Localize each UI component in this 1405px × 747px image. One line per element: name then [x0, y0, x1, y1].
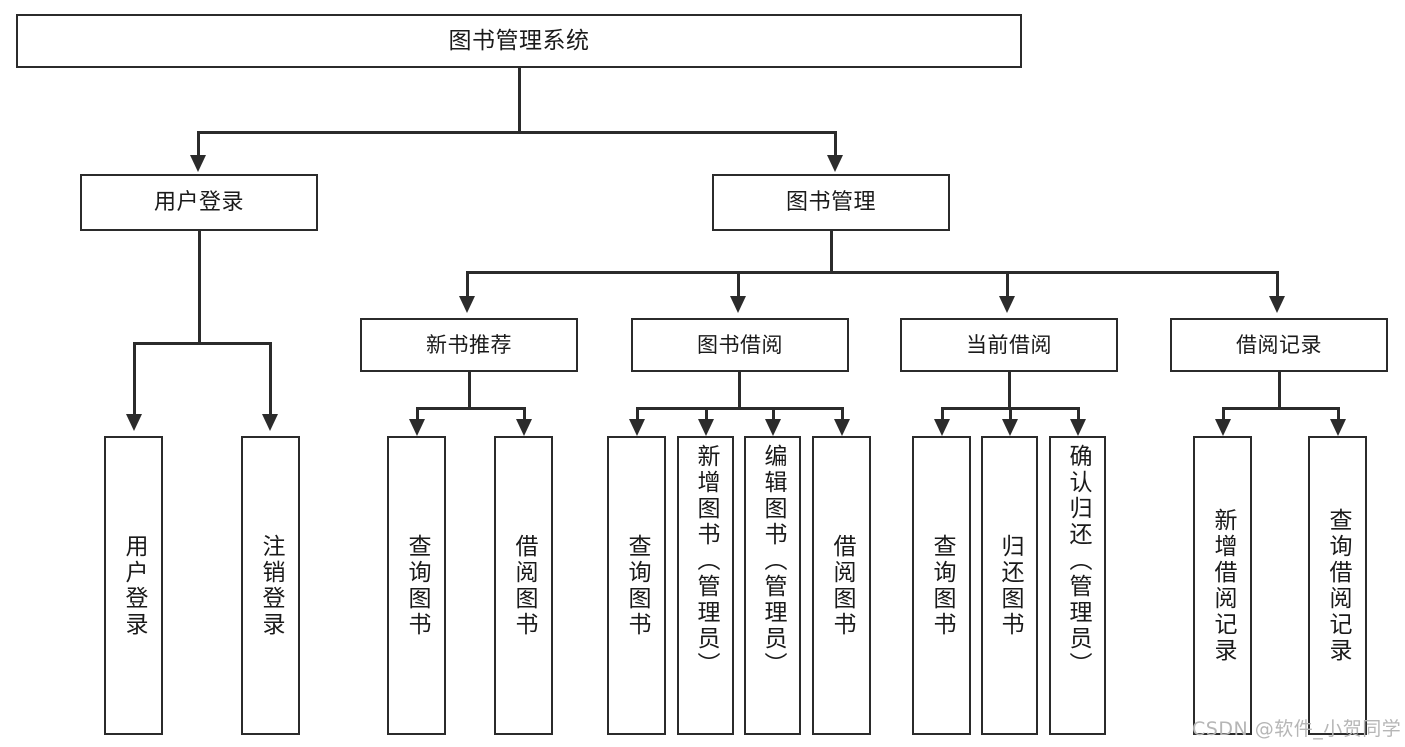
node-leaf-borrow-book-2[interactable]: 借阅图书 [812, 436, 871, 735]
arrow-to-leaf-query-book-3 [934, 419, 950, 436]
node-leaf-user-login[interactable]: 用户登录 [104, 436, 163, 735]
node-leaf-query-book-2[interactable]: 查询图书 [607, 436, 666, 735]
connector-bb-drop-3 [772, 407, 775, 421]
node-label: 编辑图书（管理员） [760, 444, 786, 678]
connector-cb-drop-2 [1009, 407, 1012, 421]
connector-bm-drop-2 [737, 271, 740, 298]
connector-root-to-user-login [197, 131, 200, 157]
arrow-to-leaf-confirm-return [1070, 419, 1086, 436]
arrow-root-to-user-login [190, 155, 206, 172]
node-leaf-confirm-return[interactable]: 确认归还（管理员） [1049, 436, 1106, 735]
connector-bb-drop-2 [705, 407, 708, 421]
node-leaf-return-book[interactable]: 归还图书 [981, 436, 1038, 735]
connector-user-login-stem [198, 231, 201, 342]
connector-bb-drop-1 [636, 407, 639, 421]
node-leaf-query-book-3[interactable]: 查询图书 [912, 436, 971, 735]
node-current-borrow[interactable]: 当前借阅 [900, 318, 1118, 372]
arrow-to-leaf-add-book [698, 419, 714, 436]
connector-br-stem [1278, 372, 1281, 408]
connector-bb-stem [738, 372, 741, 408]
node-leaf-borrow-book-1[interactable]: 借阅图书 [494, 436, 553, 735]
connector-nbr-bus [416, 407, 526, 410]
connector-user-login-drop-2 [269, 342, 272, 416]
arrow-to-leaf-user-login [126, 414, 142, 431]
arrow-to-leaf-borrow-book-2 [834, 419, 850, 436]
node-label: 确认归还（管理员） [1065, 444, 1091, 678]
connector-br-bus [1222, 407, 1340, 410]
arrow-to-book-borrow [730, 296, 746, 313]
arrow-to-leaf-add-record [1215, 419, 1231, 436]
connector-br-drop-2 [1337, 407, 1340, 421]
connector-bb-bus [636, 407, 844, 410]
node-label: 查询图书 [929, 533, 955, 638]
node-label: 图书管理系统 [448, 27, 590, 54]
node-label: 归还图书 [997, 533, 1023, 638]
node-label: 新增图书（管理员） [693, 444, 719, 678]
connector-nbr-stem [468, 372, 471, 408]
arrow-to-new-book-recommend [459, 296, 475, 313]
arrow-to-leaf-query-book-2 [629, 419, 645, 436]
connector-root-stem [518, 68, 521, 131]
connector-bm-drop-3 [1006, 271, 1009, 298]
node-label: 图书管理 [785, 189, 876, 215]
connector-cb-drop-3 [1077, 407, 1080, 421]
connector-br-drop-1 [1222, 407, 1225, 421]
arrow-to-leaf-edit-book [765, 419, 781, 436]
node-label: 新增借阅记录 [1210, 507, 1236, 664]
connector-bb-drop-4 [841, 407, 844, 421]
arrow-to-leaf-query-book-1 [409, 419, 425, 436]
node-label: 图书借阅 [697, 332, 783, 357]
node-label: 借阅图书 [511, 533, 537, 638]
node-leaf-query-record[interactable]: 查询借阅记录 [1308, 436, 1367, 735]
node-label: 借阅图书 [829, 533, 855, 638]
connector-bm-drop-4 [1276, 271, 1279, 298]
arrow-to-current-borrow [999, 296, 1015, 313]
connector-cb-stem [1008, 372, 1011, 408]
node-book-manage[interactable]: 图书管理 [712, 174, 950, 231]
node-leaf-add-book[interactable]: 新增图书（管理员） [677, 436, 734, 735]
node-new-book-recommend[interactable]: 新书推荐 [360, 318, 578, 372]
arrow-root-to-book-manage [827, 155, 843, 172]
arrow-to-leaf-query-record [1330, 419, 1346, 436]
connector-bm-drop-1 [466, 271, 469, 298]
arrow-to-borrow-record [1269, 296, 1285, 313]
node-label: 当前借阅 [966, 332, 1052, 357]
node-leaf-query-book-1[interactable]: 查询图书 [387, 436, 446, 735]
arrow-to-leaf-borrow-book-1 [516, 419, 532, 436]
connector-nbr-drop-2 [523, 407, 526, 421]
connector-user-login-bus [133, 342, 272, 345]
node-user-login[interactable]: 用户登录 [80, 174, 318, 231]
node-label: 查询图书 [404, 533, 430, 638]
arrow-to-leaf-return-book [1002, 419, 1018, 436]
node-label: 用户登录 [153, 189, 244, 215]
node-book-borrow[interactable]: 图书借阅 [631, 318, 849, 372]
connector-user-login-drop-1 [133, 342, 136, 416]
node-borrow-record[interactable]: 借阅记录 [1170, 318, 1388, 372]
node-label: 新书推荐 [426, 332, 512, 357]
arrow-to-leaf-logout-login [262, 414, 278, 431]
node-leaf-add-record[interactable]: 新增借阅记录 [1193, 436, 1252, 735]
connector-book-manage-stem [830, 231, 833, 272]
node-leaf-edit-book[interactable]: 编辑图书（管理员） [744, 436, 801, 735]
node-label: 用户登录 [121, 533, 147, 638]
node-root-system[interactable]: 图书管理系统 [16, 14, 1022, 68]
node-label: 查询图书 [624, 533, 650, 638]
connector-root-bus [197, 131, 837, 134]
node-label: 查询借阅记录 [1325, 507, 1351, 664]
node-label: 借阅记录 [1236, 332, 1322, 357]
connector-root-to-book-manage [834, 131, 837, 157]
connector-nbr-drop-1 [416, 407, 419, 421]
node-leaf-logout-login[interactable]: 注销登录 [241, 436, 300, 735]
connector-cb-drop-1 [941, 407, 944, 421]
node-label: 注销登录 [258, 533, 284, 638]
connector-book-manage-bus [466, 271, 1278, 274]
